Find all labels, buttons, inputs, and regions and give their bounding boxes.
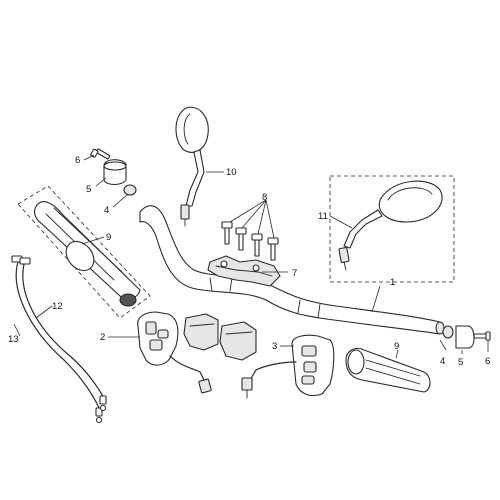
callout-6-left: 6 <box>75 155 80 166</box>
callout-7: 7 <box>292 268 297 279</box>
left-bar-end <box>90 148 137 196</box>
left-mirror <box>175 106 209 227</box>
callout-6-right: 6 <box>485 356 490 367</box>
callout-5-left: 5 <box>86 184 91 195</box>
callout-8: 8 <box>262 192 267 203</box>
right-mirror-frame <box>329 175 455 283</box>
left-switch-housing <box>137 311 212 394</box>
clamp-screws <box>221 221 279 261</box>
callout-5-right: 5 <box>458 357 463 368</box>
callout-3: 3 <box>272 341 277 352</box>
right-bar-end <box>442 325 491 349</box>
callout-12: 12 <box>52 301 63 312</box>
callout-11: 11 <box>318 211 328 222</box>
right-grip <box>345 347 431 393</box>
callout-labels: 1 2 3 4 4 5 5 6 6 7 8 9 9 10 11 12 13 <box>8 155 490 368</box>
handlebar <box>139 205 445 335</box>
callout-9-right: 9 <box>394 341 399 352</box>
callout-13: 13 <box>8 334 19 345</box>
lower-risers <box>183 313 257 361</box>
callout-9-left: 9 <box>106 232 111 243</box>
callout-4-left: 4 <box>104 205 109 216</box>
callout-10: 10 <box>226 167 237 178</box>
leader-lines <box>13 154 489 359</box>
right-mirror <box>338 180 443 271</box>
callout-4-right: 4 <box>440 356 445 367</box>
upper-clamp <box>207 255 281 287</box>
callout-1: 1 <box>390 277 395 288</box>
right-switch-housing <box>241 334 335 399</box>
callout-2: 2 <box>100 332 105 343</box>
left-grip-assembly <box>17 185 151 319</box>
throttle-cables <box>11 255 107 424</box>
